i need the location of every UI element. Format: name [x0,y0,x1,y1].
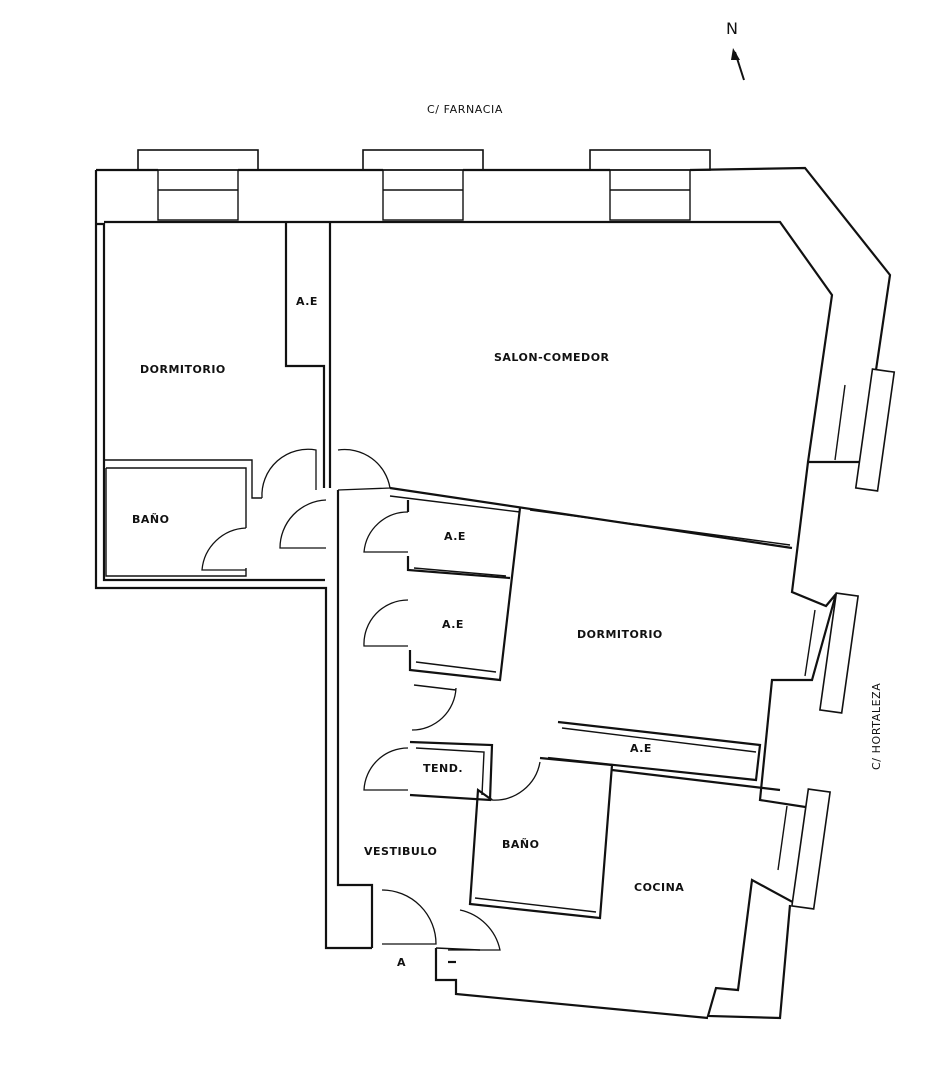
outer-wall [94,166,892,950]
room-tendero: TEND. [423,762,463,775]
north-label: N [726,19,738,38]
room-ae-1: A.E [296,295,318,308]
top-facade [137,149,711,221]
street-right-label: C/ HORTALEZA [870,683,883,770]
room-salon-comedor: SALON-COMEDOR [494,351,610,364]
room-vestibulo: VESTIBULO [364,845,437,858]
street-top-label: C/ FARNACIA [427,103,503,116]
entrance-marker: A [397,956,406,969]
room-cocina: COCINA [634,881,684,894]
room-bano-1: BAÑO [132,513,169,526]
room-bano-2: BAÑO [502,838,539,851]
north-arrow: N [726,19,745,81]
room-ae-4: A.E [630,742,652,755]
room-dormitorio-2: DORMITORIO [577,628,663,641]
right-facade [777,368,896,910]
room-ae-2: A.E [444,530,466,543]
room-dormitorio-1: DORMITORIO [140,363,226,376]
door-swings [201,448,541,951]
room-ae-3: A.E [442,618,464,631]
